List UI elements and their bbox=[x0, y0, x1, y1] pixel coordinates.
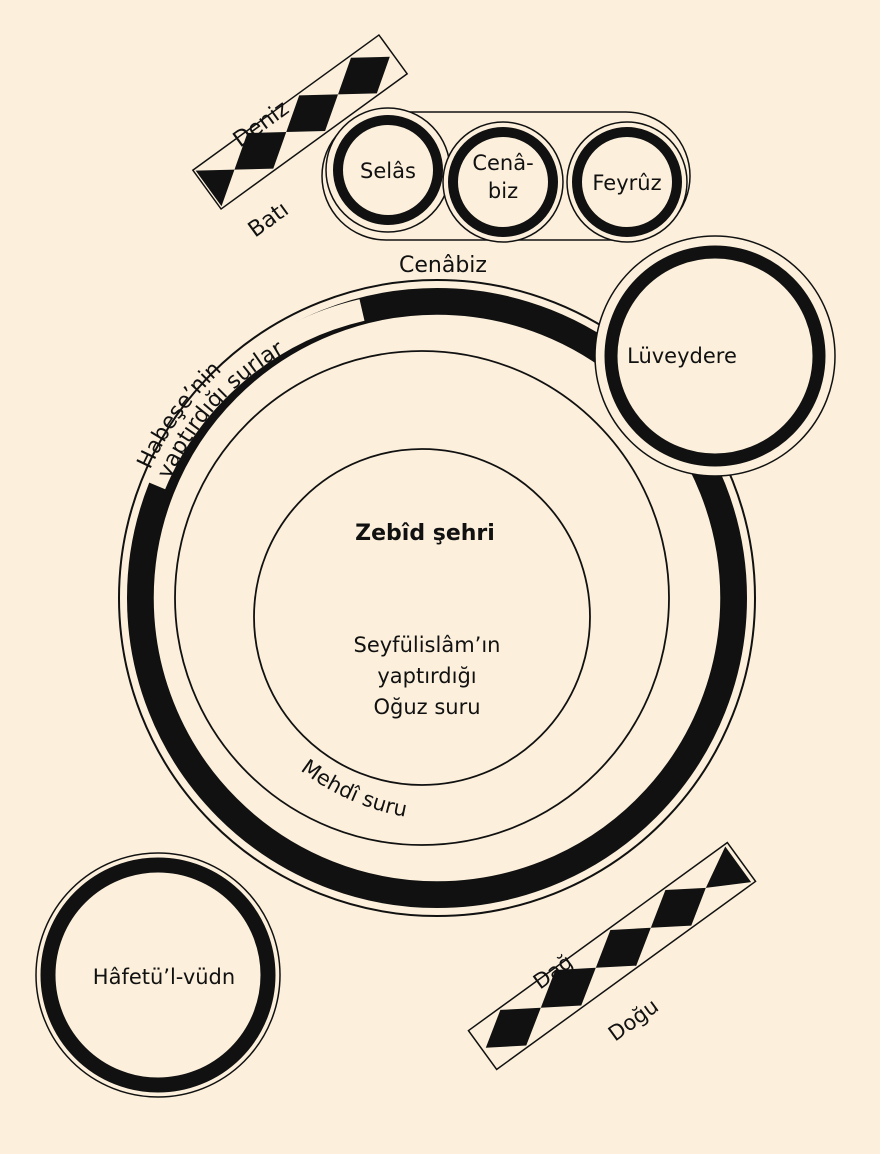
label-hafetul: Hâfetü’l-vüdn bbox=[93, 965, 235, 989]
top-circles bbox=[321, 107, 691, 243]
oguz-wall bbox=[253, 448, 591, 786]
sea-mountain-strip-top bbox=[191, 33, 409, 211]
label-oguz-2: yaptırdığı bbox=[377, 664, 476, 688]
cenabiz-circle bbox=[448, 127, 558, 237]
label-dogu: Doğu bbox=[604, 994, 663, 1046]
luveydere-circle bbox=[594, 235, 836, 477]
label-cenabiz-1: Cenâ- bbox=[472, 151, 533, 175]
label-oguz-3: Oğuz suru bbox=[373, 695, 480, 719]
label-cenabiz-arc: Cenâbiz bbox=[399, 253, 487, 278]
feyruz-circle bbox=[572, 127, 682, 237]
label-selas: Selâs bbox=[360, 159, 416, 183]
label-zebid: Zebîd şehri bbox=[355, 521, 495, 546]
label-feyruz: Feyrûz bbox=[592, 171, 661, 195]
black-wall-band bbox=[127, 288, 747, 908]
hafetul-circle bbox=[35, 852, 281, 1098]
label-cenabiz-2: biz bbox=[488, 179, 518, 203]
label-luveydere: Lüveydere bbox=[627, 344, 737, 368]
habese-walls bbox=[118, 279, 756, 917]
wall-gap bbox=[144, 299, 365, 490]
label-bati: Batı bbox=[244, 197, 294, 243]
selas-circle bbox=[333, 115, 443, 225]
sea-mountain-strip-bottom bbox=[467, 841, 757, 1071]
label-oguz-1: Seyfülislâm’ın bbox=[354, 633, 501, 657]
